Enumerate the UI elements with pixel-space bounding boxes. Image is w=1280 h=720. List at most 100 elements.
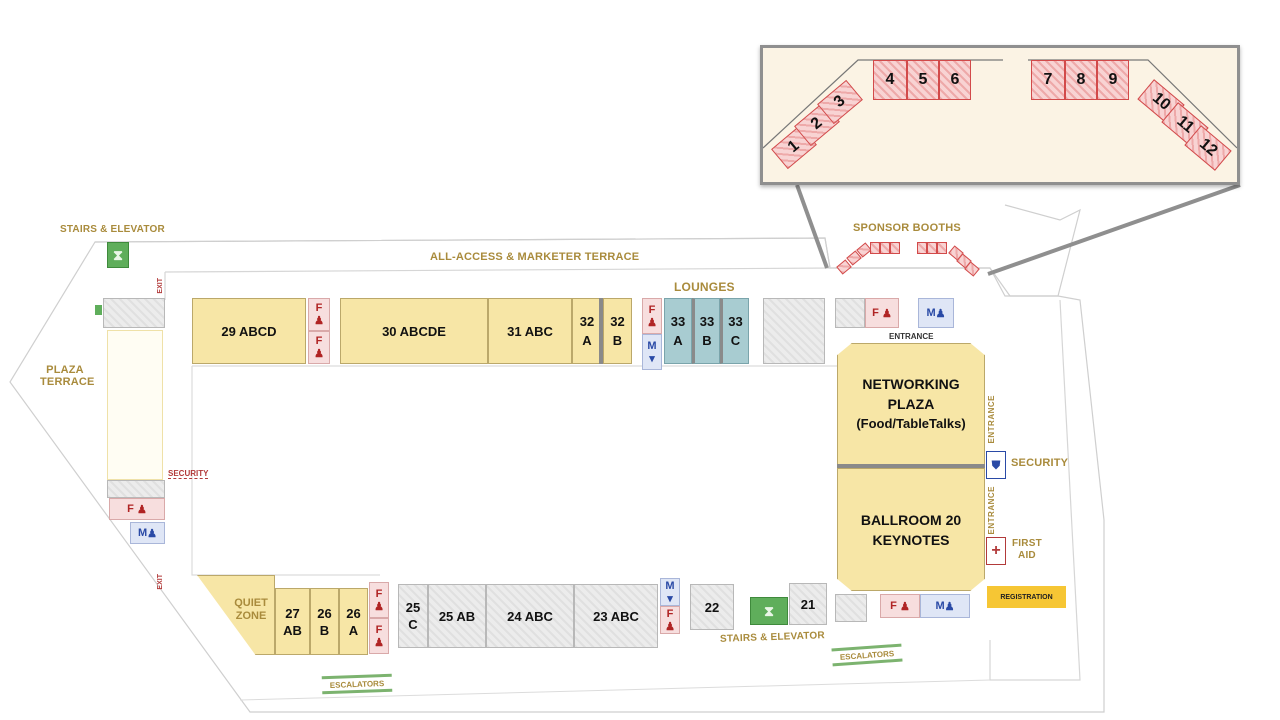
sponsor-booth-mini [937, 242, 947, 254]
restroom-female-29b: F♟ [308, 331, 330, 364]
restroom-f-letter: F [890, 600, 897, 612]
room-22[interactable]: 22 [690, 584, 734, 630]
restroom-female-23: F♟ [660, 606, 680, 634]
room-25c-letter: C [408, 617, 418, 632]
lounge-33a-number: 33 [670, 314, 686, 329]
registration-box[interactable]: REGISTRATION [987, 586, 1066, 608]
room-27-ab[interactable]: 27 AB [275, 588, 310, 655]
stairs-elevator-icon: ⧗ [107, 242, 129, 268]
lounge-33c-number: 33 [728, 314, 743, 329]
restroom-female-26a: F♟ [369, 582, 389, 618]
sponsor-booths-label: SPONSOR BOOTHS [853, 222, 961, 234]
restroom-m-letter: M [647, 339, 657, 352]
room-30-abcde[interactable]: 30 ABCDE [340, 298, 488, 364]
booth-5[interactable]: 5 [907, 60, 939, 100]
lounge-33b-number: 33 [699, 314, 715, 329]
male-restroom-icon: ▾ [649, 352, 655, 365]
room-26b-number: 26 [317, 605, 332, 621]
booth-4[interactable]: 4 [873, 60, 907, 100]
restroom-m-letter: M [665, 579, 675, 592]
room-23-abc[interactable]: 23 ABC [574, 584, 658, 648]
room-25c-number: 25 [405, 600, 421, 615]
networking-line1: NETWORKING [862, 376, 960, 392]
female-restroom-icon: ♟ [881, 307, 892, 320]
ballroom-line1: BALLROOM 20 [860, 511, 962, 528]
restroom-male-entrance: M♟ [918, 298, 954, 328]
room-31-abc[interactable]: 31 ABC [488, 298, 572, 364]
stairs-elevator-label-top: STAIRS & ELEVATOR [60, 224, 165, 235]
plaza-terrace-label: PLAZA TERRACE [40, 364, 94, 388]
restroom-f-letter: F [315, 302, 323, 314]
restroom-m-letter: M [926, 307, 936, 319]
plaza-divider [837, 464, 985, 468]
room-27-number: 27 [285, 605, 300, 621]
room-32b-number: 32 [610, 314, 625, 329]
escalators-label-right: ESCALATORS [839, 648, 895, 662]
security-label-left: SECURITY [168, 469, 209, 479]
male-restroom-icon: ♟ [147, 527, 158, 540]
female-restroom-icon: ♟ [374, 636, 384, 649]
restroom-f-letter: F [375, 587, 383, 600]
lounge-33b-letter: B [702, 333, 712, 348]
restroom-female-26b: F♟ [369, 618, 389, 654]
restroom-f-letter: F [648, 303, 656, 316]
booth-6[interactable]: 6 [939, 60, 971, 100]
registration-label: REGISTRATION [1000, 593, 1053, 601]
restroom-m-letter: M [935, 600, 945, 612]
exit-label-bottom: EXIT [157, 574, 164, 590]
room-32a-letter: A [582, 333, 592, 348]
networking-plaza[interactable]: NETWORKING PLAZA (Food/TableTalks) [837, 343, 985, 465]
left-door-marker [95, 305, 102, 315]
ballroom-20-keynotes[interactable]: BALLROOM 20 KEYNOTES [837, 468, 985, 591]
restroom-female-entrance: F ♟ [865, 298, 899, 328]
female-restroom-icon: ♟ [314, 348, 324, 360]
restroom-female-32: F♟ [642, 298, 662, 334]
lounge-33-b[interactable]: 33 B [692, 298, 720, 364]
female-restroom-icon: ♟ [899, 600, 910, 613]
female-restroom-icon: ♟ [665, 620, 675, 633]
booth-7[interactable]: 7 [1031, 60, 1065, 100]
room-26b-letter: B [319, 622, 330, 638]
room-32b-letter: B [612, 333, 623, 348]
sponsor-booth-mini [890, 242, 900, 254]
ballroom-line2: KEYNOTES [872, 531, 950, 548]
room-26a-letter: A [348, 622, 359, 638]
sponsor-booth-mini [917, 242, 927, 254]
room-24-abc[interactable]: 24 ABC [486, 584, 574, 648]
service-block-bottom-right [835, 594, 867, 622]
first-aid-label: FIRST AID [1012, 538, 1042, 562]
room-25-c[interactable]: 25 C [398, 584, 428, 648]
male-restroom-icon: ♟ [944, 600, 955, 613]
room-32-b[interactable]: 32 B [603, 298, 632, 364]
quiet-zone-line2: ZONE [235, 610, 267, 622]
room-26-b[interactable]: 26 B [310, 588, 339, 655]
booth-8[interactable]: 8 [1065, 60, 1097, 100]
female-restroom-icon: ♟ [374, 600, 384, 613]
entrance-label-top: ENTRANCE [889, 332, 934, 341]
left-service-block-top [103, 298, 165, 328]
escalator-left: ESCALATORS [321, 673, 393, 695]
quiet-zone-line1: QUIET [234, 597, 268, 609]
restroom-male-bottom-right: M♟ [920, 594, 970, 618]
female-restroom-icon: ♟ [647, 316, 657, 329]
restroom-m-letter: M [137, 527, 148, 539]
security-shield-icon: ⛊ [986, 451, 1006, 479]
room-21[interactable]: 21 [789, 583, 827, 625]
male-restroom-icon: ▾ [667, 592, 673, 605]
service-block-top-right [763, 298, 825, 364]
restroom-male-32: M▾ [642, 334, 662, 370]
restroom-female-left: F ♟ [109, 498, 165, 520]
restroom-f-letter: F [375, 623, 383, 636]
networking-line3: (Food/TableTalks) [856, 416, 966, 431]
room-26-a[interactable]: 26 A [339, 588, 368, 655]
lounge-33-a[interactable]: 33 A [664, 298, 692, 364]
escalators-label-left: ESCALATORS [329, 678, 385, 690]
room-29-abcd[interactable]: 29 ABCD [192, 298, 306, 364]
male-restroom-icon: ♟ [935, 307, 946, 320]
lounge-33-c[interactable]: 33 C [720, 298, 749, 364]
room-32-a[interactable]: 32 A [572, 298, 602, 364]
exit-label-top: EXIT [157, 278, 164, 294]
booth-9[interactable]: 9 [1097, 60, 1129, 100]
room-25-ab[interactable]: 25 AB [428, 584, 486, 648]
